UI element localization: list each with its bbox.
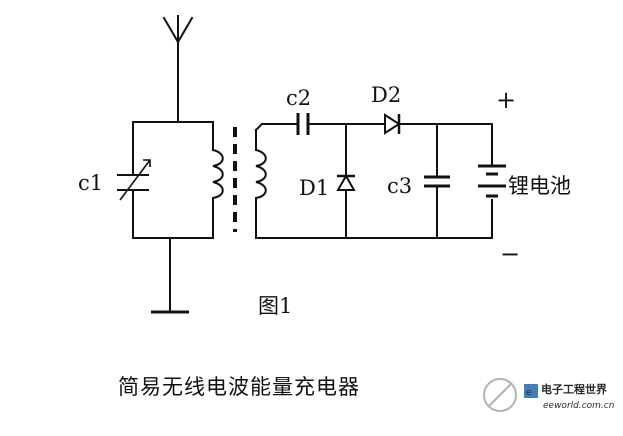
label-minus: − [500,240,520,268]
label-c1: c1 [78,171,103,195]
label-d1: D1 [299,176,329,200]
label-battery: 锂电池 [508,174,571,198]
watermark-icon [524,384,538,398]
ground-symbol [151,237,189,314]
figure-caption: 简易无线电波能量充电器 [118,375,360,399]
watermark-cn: 电子工程世界 [541,382,607,396]
capacitor-c2 [296,113,310,135]
watermark-site: eeworld.com.cn [543,401,615,411]
diode-d2 [384,113,401,135]
svg-text:e: e [526,388,532,398]
capacitor-c3 [424,175,450,188]
variable-capacitor-c1 [117,159,151,201]
figure-label: 图1 [258,294,292,318]
rectifier-wires [254,122,493,239]
diode-d1 [336,173,356,191]
label-plus: + [496,86,516,114]
watermark-logo: e 电子工程世界 eeworld.com.cn [483,378,615,412]
label-c2: c2 [286,86,311,110]
primary-inductor [211,148,224,206]
secondary-inductor [254,148,267,206]
label-c3: c3 [387,174,412,198]
battery-symbol [478,164,506,198]
tuning-circuit-wires [132,121,214,239]
antenna-symbol [162,15,194,123]
label-d2: D2 [371,83,401,107]
